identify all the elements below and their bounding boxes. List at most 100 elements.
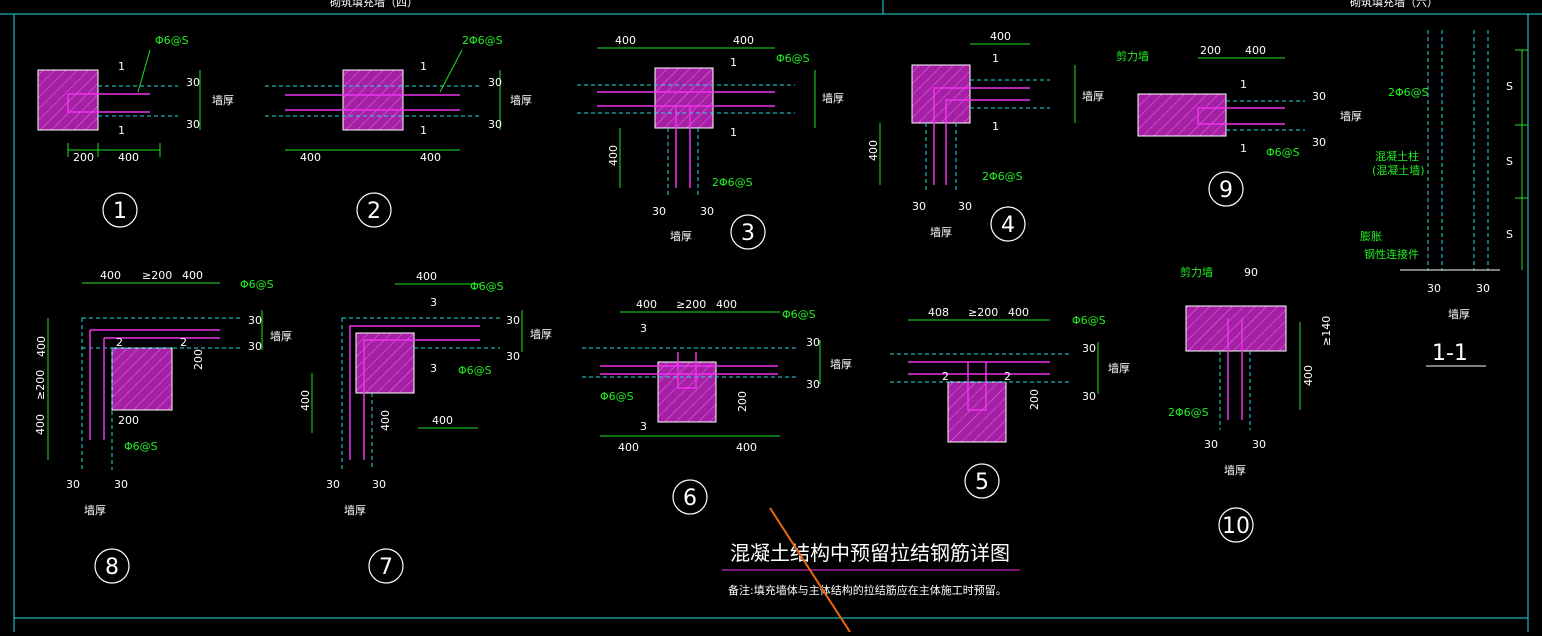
dim-text: 400	[432, 414, 453, 427]
detail-1: 200 400 30 30 墙厚 Φ6@S 1 1 1	[37, 34, 234, 228]
dim-text: 400	[416, 270, 437, 283]
detail-number: 10	[1222, 514, 1250, 539]
drawing-note: 备注:填充墙体与主体结构的拉结筋应在主体施工时预留。	[728, 583, 1007, 597]
dim-text: 30	[372, 478, 386, 491]
dim-text: 400	[118, 151, 139, 164]
dim-text: 30	[488, 118, 502, 131]
dim-text: 30	[186, 118, 200, 131]
dim-text: 200	[192, 349, 205, 370]
dim-text: ≥200	[34, 370, 47, 400]
dim-text: 400	[733, 34, 754, 47]
header-left: 砌筑填充墙（四）	[330, 0, 418, 9]
dim-text: 30	[1252, 438, 1266, 451]
wall-thickness-label: 墙厚	[270, 329, 292, 343]
rebar-label: 2Φ6@S	[1388, 86, 1429, 99]
detail-10: 剪力墙 90 ≥140 400 2Φ6@S 30 30 墙厚 10	[1168, 265, 1333, 543]
dim-text: 30	[1312, 90, 1326, 103]
dim-text: 30	[248, 340, 262, 353]
dim-text: 30	[66, 478, 80, 491]
dim-text: ≥200	[142, 269, 172, 282]
dim-text: 90	[1244, 266, 1258, 279]
shear-wall-label: 剪力墙	[1180, 265, 1213, 279]
wall-thickness-label: 墙厚	[1448, 307, 1470, 321]
section-mark: 2	[180, 336, 187, 349]
rebar-label: Φ6@S	[240, 278, 274, 291]
connector-label: 钢性连接件	[1364, 247, 1419, 261]
wall-thickness-label: 墙厚	[1082, 89, 1104, 103]
section-mark: 1	[118, 124, 125, 137]
wall-thickness-label: 墙厚	[930, 225, 952, 239]
dim-text: 400	[736, 441, 757, 454]
detail-5: 408 ≥200 400 200 30 30 墙厚 Φ6@S 2 2 5	[890, 306, 1130, 499]
dim-text: ≥200	[968, 306, 998, 319]
shear-wall-label: 剪力墙	[1116, 49, 1149, 63]
section-mark: 3	[430, 362, 437, 375]
wall-thickness-label: 墙厚	[530, 327, 552, 341]
detail-number: 7	[379, 555, 393, 580]
dim-text: ≥140	[1320, 316, 1333, 346]
rebar-label: 2Φ6@S	[462, 34, 503, 47]
bolt-label: 膨胀	[1360, 229, 1382, 243]
dim-text: 200	[73, 151, 94, 164]
rebar-label: 2Φ6@S	[712, 176, 753, 189]
dim-text: 30	[114, 478, 128, 491]
detail-8: 400 ≥200 400 400 ≥200 400 200 200 30 30 …	[34, 269, 292, 584]
dim-text: 400	[300, 151, 321, 164]
wall-thickness-label: 墙厚	[830, 357, 852, 371]
section-mark: 1	[992, 52, 999, 65]
column-label-2: (混凝土墙)	[1372, 163, 1425, 177]
section-mark: 1	[992, 120, 999, 133]
rebar-label: Φ6@S	[124, 440, 158, 453]
detail-number: 2	[367, 199, 381, 224]
dim-text: 400	[1245, 44, 1266, 57]
detail-number: 8	[105, 555, 119, 580]
spacing-label: S	[1506, 80, 1513, 93]
dim-text: 30	[1204, 438, 1218, 451]
section-mark: 2	[942, 370, 949, 383]
section-mark: 3	[640, 420, 647, 433]
dim-text: 400	[990, 30, 1011, 43]
detail-7: 400 400 400 400 30 30 墙厚 30 30 墙厚 Φ6@S Φ…	[299, 270, 552, 584]
pointer-line	[769, 507, 851, 633]
rebar-label: Φ6@S	[1072, 314, 1106, 327]
dim-text: 30	[186, 76, 200, 89]
section-mark: 1	[1240, 78, 1247, 91]
detail-number: 5	[975, 470, 989, 495]
dim-text: 30	[248, 314, 262, 327]
dim-text: 400	[607, 145, 620, 166]
dim-text: 30	[1082, 342, 1096, 355]
wall-thickness-label: 墙厚	[212, 93, 234, 107]
dim-text: 400	[299, 390, 312, 411]
detail-3: 400 400 400 30 30 墙厚 墙厚 Φ6@S 2Φ6@S 1 1 3	[577, 34, 844, 250]
dim-text: 30	[1082, 390, 1096, 403]
dim-text: 200	[1028, 389, 1041, 410]
detail-number: 3	[741, 221, 755, 246]
section-1-1: S S S 2Φ6@S 混凝土柱 (混凝土墙) 膨胀 钢性连接件 30 30 墙…	[1360, 30, 1528, 367]
dim-text: 200	[1200, 44, 1221, 57]
dim-text: 400	[379, 410, 392, 431]
dim-text: 400	[420, 151, 441, 164]
rebar-label: Φ6@S	[782, 308, 816, 321]
dim-text: 30	[1427, 282, 1441, 295]
dim-text: 30	[506, 314, 520, 327]
detail-number: 1	[113, 199, 127, 224]
rebar-label: 2Φ6@S	[1168, 406, 1209, 419]
section-mark: 3	[430, 296, 437, 309]
detail-2: 400 400 30 30 墙厚 2Φ6@S 1 1 2	[265, 34, 532, 228]
dim-text: 400	[182, 269, 203, 282]
drawing-title: 混凝土结构中预留拉结钢筋详图	[730, 541, 1010, 565]
dim-text: 400	[867, 140, 880, 161]
section-mark: 1	[1240, 142, 1247, 155]
wall-thickness-label: 墙厚	[1340, 109, 1362, 123]
wall-thickness-label: 墙厚	[1108, 361, 1130, 375]
wall-thickness-label: 墙厚	[822, 91, 844, 105]
dim-text: 30	[652, 205, 666, 218]
dim-text: 400	[636, 298, 657, 311]
dim-text: 30	[506, 350, 520, 363]
rebar-label: Φ6@S	[1266, 146, 1300, 159]
spacing-label: S	[1506, 155, 1513, 168]
detail-number: 6	[683, 486, 697, 511]
